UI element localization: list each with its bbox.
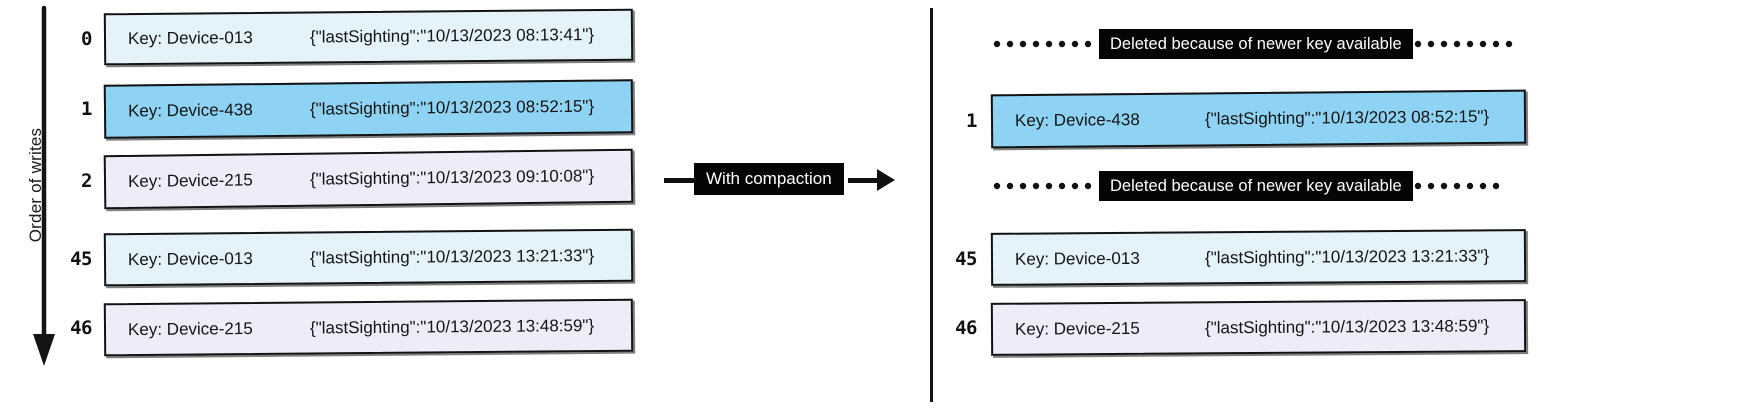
- flow-line-left: [664, 178, 696, 183]
- compacted-index-46: 46: [955, 317, 977, 339]
- write-index-46: 46: [70, 317, 92, 339]
- write-index-1: 1: [81, 98, 92, 120]
- record-key: Key: Device-215: [127, 318, 253, 339]
- record-box[interactable]: Key: Device-013 {"lastSighting":"10/13/2…: [103, 228, 634, 287]
- record-box[interactable]: Key: Device-215 {"lastSighting":"10/13/2…: [103, 148, 634, 210]
- record-value: {"lastSighting":"10/13/2023 09:10:08"}: [309, 166, 595, 189]
- record-value: {"lastSighting":"10/13/2023 08:13:41"}: [309, 25, 595, 47]
- record-box[interactable]: Key: Device-013 {"lastSighting":"10/13/2…: [103, 8, 634, 66]
- compacted-index-45: 45: [955, 248, 977, 270]
- deleted-banner: Deleted because of newer key available: [993, 28, 1519, 60]
- record-key: Key: Device-013: [1014, 248, 1140, 269]
- down-arrow-icon: [33, 5, 55, 366]
- dotted-leader-right-icon: [1414, 182, 1499, 190]
- dotted-leader-right-icon: [1414, 40, 1512, 48]
- record-value: {"lastSighting":"10/13/2023 13:48:59"}: [309, 315, 595, 338]
- record-box[interactable]: Key: Device-438 {"lastSighting":"10/13/2…: [990, 89, 1527, 149]
- panel-divider: [930, 8, 933, 402]
- write-index-45: 45: [70, 248, 92, 270]
- record-value: {"lastSighting":"10/13/2023 13:21:33"}: [1204, 245, 1490, 267]
- record-box[interactable]: Key: Device-438 {"lastSighting":"10/13/2…: [103, 79, 634, 139]
- record-key: Key: Device-215: [127, 170, 253, 191]
- write-index-0: 0: [81, 28, 92, 50]
- record-value: {"lastSighting":"10/13/2023 08:52:15"}: [1204, 106, 1490, 129]
- dotted-leader-left-icon: [993, 182, 1092, 190]
- record-value: {"lastSighting":"10/13/2023 13:48:59"}: [1204, 315, 1490, 337]
- record-box[interactable]: Key: Device-215 {"lastSighting":"10/13/2…: [103, 298, 634, 357]
- flow-line-right: [848, 178, 880, 183]
- record-value: {"lastSighting":"10/13/2023 08:52:15"}: [309, 96, 595, 119]
- record-value: {"lastSighting":"10/13/2023 13:21:33"}: [309, 245, 595, 268]
- record-key: Key: Device-215: [1014, 318, 1140, 339]
- write-index-2: 2: [81, 170, 92, 192]
- record-key: Key: Device-013: [127, 28, 253, 49]
- record-key: Key: Device-438: [1014, 110, 1140, 131]
- record-key: Key: Device-013: [127, 248, 253, 269]
- deleted-banner: Deleted because of newer key available: [993, 170, 1513, 202]
- record-key: Key: Device-438: [127, 100, 253, 121]
- with-compaction-label: With compaction: [694, 163, 844, 195]
- record-box[interactable]: Key: Device-215 {"lastSighting":"10/13/2…: [990, 299, 1527, 356]
- deleted-note: Deleted because of newer key available: [1099, 171, 1413, 201]
- record-box[interactable]: Key: Device-013 {"lastSighting":"10/13/2…: [990, 229, 1527, 286]
- dotted-leader-left-icon: [993, 40, 1092, 48]
- deleted-note: Deleted because of newer key available: [1099, 29, 1413, 59]
- right-arrow-icon: [877, 169, 895, 191]
- compacted-index-1: 1: [966, 110, 977, 132]
